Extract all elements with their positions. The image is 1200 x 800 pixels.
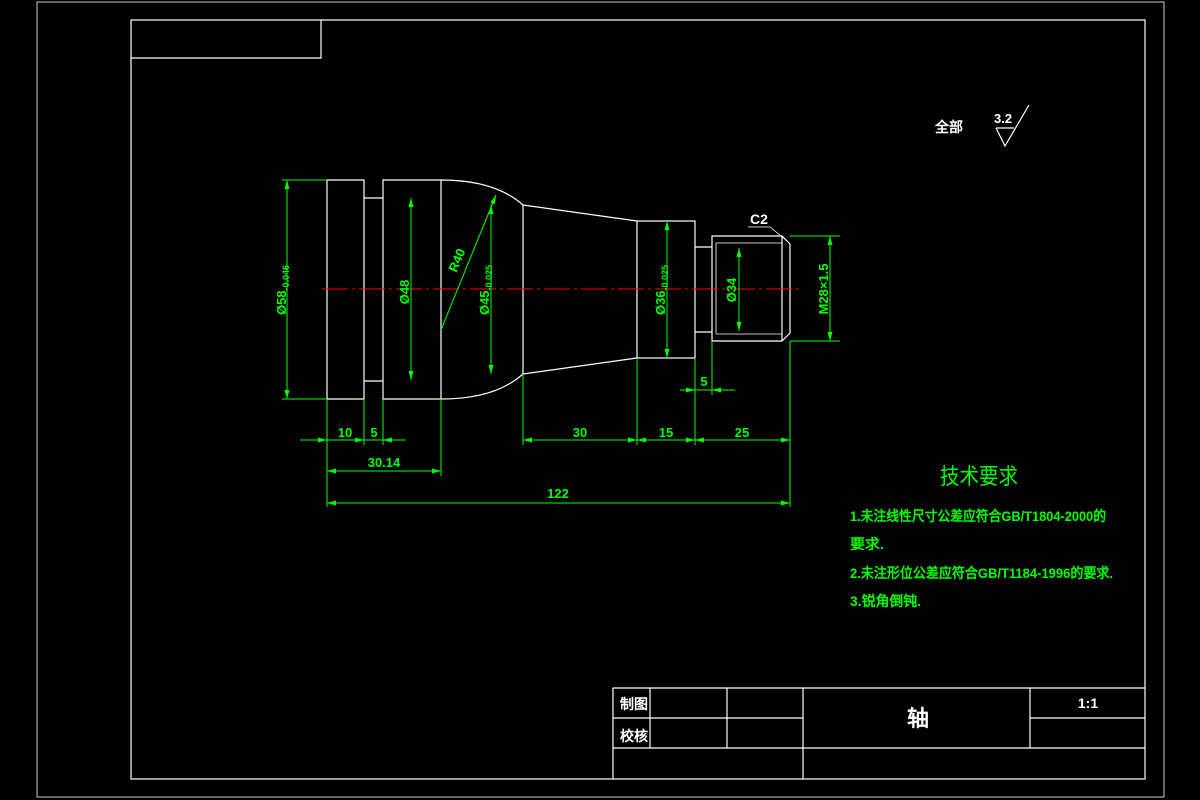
neck-length-label: 5 <box>700 374 707 389</box>
taper-diameter-label: Ø45-0.025 <box>477 265 494 315</box>
tech-requirement-line: 1.未注线性尺寸公差应符合GB/T1804-2000的 <box>850 508 1106 524</box>
fillet-arc-top <box>440 179 524 206</box>
neck-diameter-label: Ø34 <box>724 277 739 302</box>
shoulder-total-label: 30.14 <box>368 455 401 470</box>
checked-by-label: 校核 <box>620 728 648 744</box>
journal-length-label: 15 <box>659 425 673 440</box>
roughness-scope-label: 全部 <box>934 119 963 135</box>
top-left-code-box <box>131 20 322 59</box>
roughness-value: 3.2 <box>994 111 1012 126</box>
flange-diameter-tolerance: -0.046 <box>281 265 291 291</box>
technical-requirements: 技术要求 1.未注线性尺寸公差应符合GB/T1804-2000的 要求. 2.未… <box>850 464 1113 609</box>
fillet-radius-leader <box>440 194 497 331</box>
taper-diameter-nominal: Ø45 <box>477 290 492 315</box>
thread-length-label: 25 <box>735 425 749 440</box>
groove-diameter-label: Ø48 <box>397 280 412 305</box>
thread-spec-label: M28×1.5 <box>816 264 831 315</box>
flange-diameter-nominal: Ø58 <box>274 290 289 315</box>
tech-requirements-title: 技术要求 <box>940 464 1018 489</box>
outer-border <box>36 1 1165 798</box>
inner-frame <box>130 19 1146 780</box>
tech-requirement-line: 2.未注形位公差应符合GB/T1184-1996的要求. <box>850 565 1113 581</box>
journal-diameter-nominal: Ø36 <box>653 290 668 315</box>
roughness-symbol-check-icon <box>995 104 1030 148</box>
journal-diameter-label: Ø36-0.025 <box>653 265 670 315</box>
taper-top-edge <box>522 204 638 222</box>
flange-diameter-label: Ø58-0.046 <box>274 265 291 315</box>
taper-diameter-tolerance: -0.025 <box>484 265 494 291</box>
chamfer-label: C2 <box>750 211 768 227</box>
sheet-frame <box>36 1 1165 798</box>
taper-length-label: 30 <box>573 425 587 440</box>
drawn-by-label: 制图 <box>620 696 648 712</box>
journal-diameter-tolerance: -0.025 <box>660 265 670 291</box>
taper-bottom-edge <box>522 357 638 375</box>
tech-requirement-line: 要求. <box>850 536 884 552</box>
overall-length-label: 122 <box>547 486 569 501</box>
part-name: 轴 <box>907 706 929 731</box>
surface-roughness-note: 全部 3.2 <box>934 104 1030 148</box>
tech-requirement-line: 3.锐角倒钝. <box>850 593 921 609</box>
extension-lines <box>282 179 840 507</box>
groove-length-label: 5 <box>370 425 377 440</box>
chamfer-leader <box>748 226 787 241</box>
length-dimensions: 10 5 30 15 25 5 30.14 122 <box>300 374 790 506</box>
title-block: 制图 校核 轴 1:1 <box>612 687 1145 779</box>
scale-value: 1:1 <box>1078 695 1098 711</box>
diameter-dimensions: Ø58-0.046 Ø48 Ø45-0.025 Ø36-0.025 Ø34 M2… <box>274 180 833 399</box>
flange-length-label: 10 <box>338 425 352 440</box>
fillet-arc-bottom <box>440 373 524 400</box>
